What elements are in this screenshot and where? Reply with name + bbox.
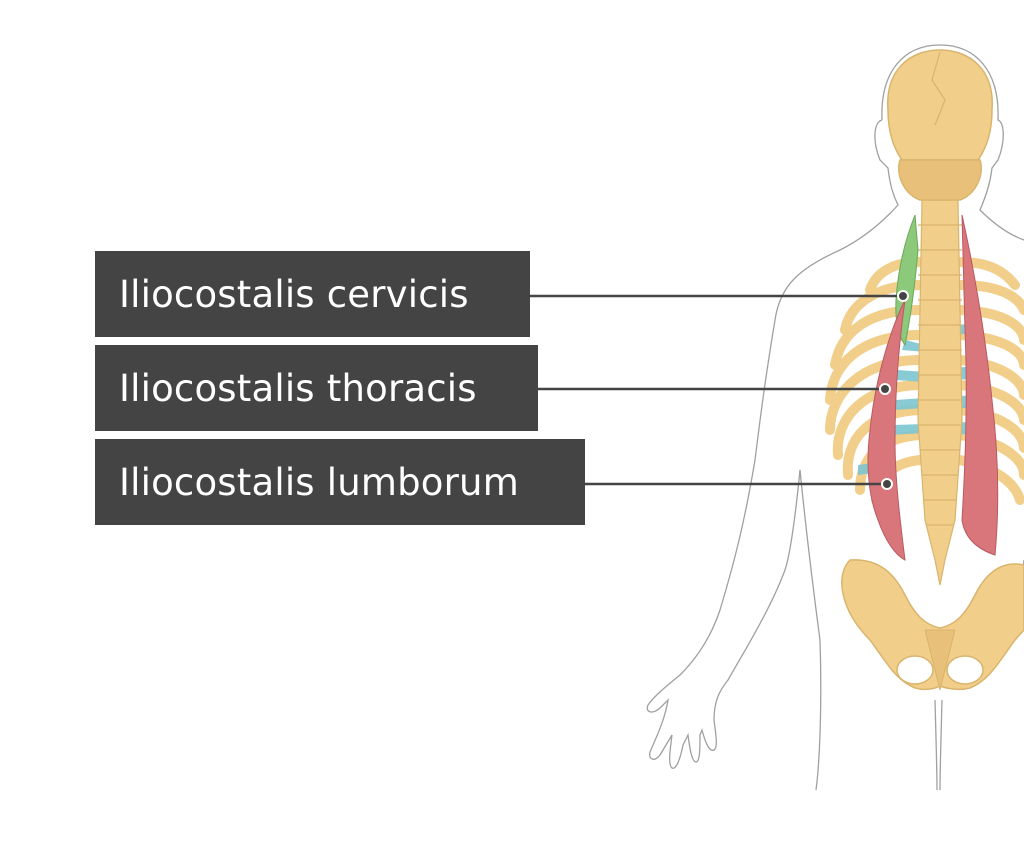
label-iliocostalis-cervicis: Iliocostalis cervicis [95, 251, 530, 337]
label-text: Iliocostalis lumborum [119, 460, 519, 504]
label-text: Iliocostalis thoracis [119, 366, 477, 410]
iliocostalis-muscles [867, 214, 999, 561]
label-iliocostalis-lumborum: Iliocostalis lumborum [95, 439, 585, 525]
endpoint-thoracis [879, 383, 891, 395]
leader-endpoints [879, 290, 909, 490]
endpoint-lumborum [881, 478, 893, 490]
vertebral-column [917, 199, 963, 586]
label-iliocostalis-thoracis: Iliocostalis thoracis [95, 345, 538, 431]
skull [887, 49, 993, 201]
pelvis [841, 559, 1024, 691]
endpoint-cervicis [897, 290, 909, 302]
label-text: Iliocostalis cervicis [119, 272, 469, 316]
leader-lines [530, 294, 903, 486]
